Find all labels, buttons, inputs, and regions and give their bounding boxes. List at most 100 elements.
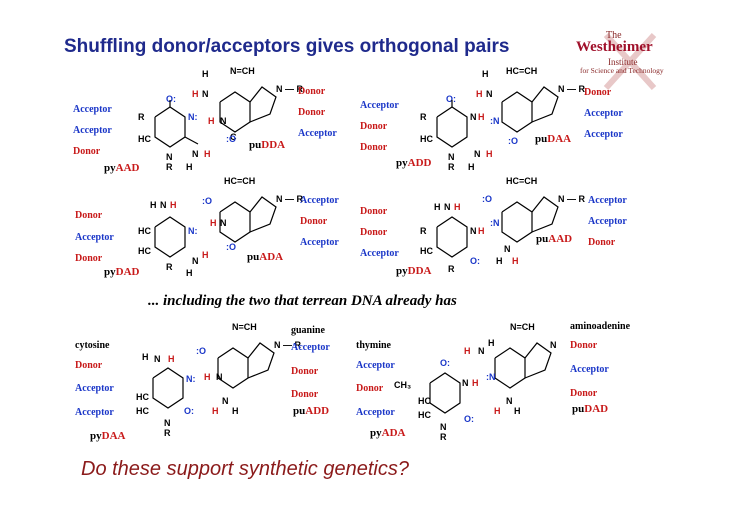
- svg-text:N: N: [462, 378, 469, 388]
- closing-question: Do these support synthetic genetics?: [81, 458, 409, 480]
- pair4-pur-label-1: Acceptor: [588, 195, 627, 206]
- svg-text:H: H: [468, 162, 475, 172]
- pair2-pur-label-3: Acceptor: [584, 129, 623, 140]
- pair3-pyr-label-3: Donor: [75, 253, 103, 264]
- svg-text:H: H: [208, 116, 215, 126]
- svg-text:R: R: [448, 264, 455, 274]
- pair6-pur-label-3: Donor: [570, 388, 598, 399]
- svg-text:O:: O:: [464, 414, 474, 424]
- pair3-pyr-label-2: Acceptor: [75, 232, 114, 243]
- pair3-pyr-label-1: Donor: [75, 210, 103, 221]
- svg-text:H: H: [464, 346, 471, 356]
- svg-text:H: H: [202, 250, 209, 260]
- svg-text:H: H: [170, 200, 177, 210]
- svg-text:N=CH: N=CH: [232, 322, 257, 332]
- svg-text:H: H: [478, 112, 485, 122]
- svg-text::O: :O: [226, 242, 236, 252]
- svg-text:N: N: [220, 218, 227, 228]
- svg-text:H: H: [204, 149, 211, 159]
- svg-text:HC: HC: [138, 226, 151, 236]
- svg-text:HC: HC: [418, 396, 431, 406]
- svg-text:HC: HC: [418, 410, 431, 420]
- svg-text:R: R: [420, 112, 427, 122]
- svg-text:R: R: [166, 262, 173, 272]
- svg-text:N:: N:: [188, 226, 198, 236]
- svg-text:H: H: [434, 202, 441, 212]
- svg-text:H: H: [514, 406, 521, 416]
- svg-text:N: N: [216, 372, 223, 382]
- svg-text::N: :N: [490, 116, 500, 126]
- svg-text:HC: HC: [136, 406, 149, 416]
- logo-line-1: The: [606, 30, 622, 41]
- pair2-pyr-label-3: Donor: [360, 142, 388, 153]
- svg-text:R: R: [420, 226, 427, 236]
- svg-text:N: N: [166, 152, 173, 162]
- svg-text:R: R: [440, 432, 447, 442]
- pair1-pur-name: puDDA: [249, 139, 286, 151]
- svg-text:N: N: [486, 89, 493, 99]
- svg-text:N — R: N — R: [276, 194, 304, 204]
- svg-text::O: :O: [226, 134, 236, 144]
- svg-text::N: :N: [490, 218, 500, 228]
- pair2-structure: O: R HC N H N R N H H H HC=CH H N :N :O …: [420, 66, 586, 172]
- svg-text:N: N: [154, 354, 161, 364]
- pair2-pyr-label-1: Acceptor: [360, 100, 399, 111]
- logo-line-2: Westheimer: [576, 39, 653, 55]
- logo-x-icon: [603, 32, 657, 90]
- pair2-pyr-label-2: Donor: [360, 121, 388, 132]
- pair6-structure: CH₃ O: HC HC N H N R O: N=CH H N H :N N …: [394, 322, 557, 442]
- svg-text:H: H: [212, 406, 219, 416]
- svg-text:N — R: N — R: [558, 84, 586, 94]
- svg-text:N: N: [504, 244, 511, 254]
- svg-text:N: N: [470, 226, 477, 236]
- pair3-pur-label-2: Donor: [300, 216, 328, 227]
- svg-text:H: H: [232, 406, 239, 416]
- svg-text:H: H: [454, 202, 461, 212]
- svg-text:N: N: [192, 149, 199, 159]
- pair2-pur-label-2: Acceptor: [584, 108, 623, 119]
- pair4-structure: H N H R HC N H R O: HC=CH :O :N N H H N …: [420, 176, 586, 274]
- svg-text:R: R: [166, 162, 173, 172]
- svg-text::O: :O: [202, 196, 212, 206]
- svg-text:N: N: [506, 396, 513, 406]
- svg-text:HC: HC: [138, 246, 151, 256]
- pair5-pur-label-1: Acceptor: [291, 342, 330, 353]
- logo-line-3: Institute: [608, 57, 638, 67]
- svg-text:H: H: [204, 372, 211, 382]
- svg-text:N: N: [444, 202, 451, 212]
- pair5-pur-label-2: Donor: [291, 366, 319, 377]
- pair4-pur-label-2: Acceptor: [588, 216, 627, 227]
- svg-text:R: R: [164, 428, 171, 438]
- svg-text:N — R: N — R: [274, 340, 302, 350]
- pair4-pyr-label-3: Acceptor: [360, 248, 399, 259]
- svg-text:N: N: [550, 340, 557, 350]
- pair1-pyr-name: pyAAD: [104, 162, 140, 174]
- pair5-pur-label-3: Donor: [291, 389, 319, 400]
- natural-pairs-subtitle: ... including the two that terrean DNA a…: [148, 293, 457, 309]
- pair6-pyr-label-3: Acceptor: [356, 407, 395, 418]
- pair2-pur-label-1: Donor: [584, 87, 612, 98]
- svg-text:H: H: [486, 149, 493, 159]
- svg-text:N: N: [160, 200, 167, 210]
- svg-text:H: H: [168, 354, 175, 364]
- pair1-pur-label-1: Donor: [298, 86, 326, 97]
- pair4-pyr-label-1: Donor: [360, 206, 388, 217]
- pair3-pyr-name: pyDAD: [104, 266, 140, 278]
- svg-text:H: H: [478, 226, 485, 236]
- svg-text:N: N: [470, 112, 477, 122]
- svg-text:N: N: [448, 152, 455, 162]
- pair3-pur-label-3: Acceptor: [300, 237, 339, 248]
- svg-text:N: N: [202, 89, 209, 99]
- svg-text:H: H: [488, 338, 495, 348]
- svg-text:R: R: [448, 162, 455, 172]
- svg-text:N: N: [222, 396, 229, 406]
- svg-text:H: H: [472, 378, 479, 388]
- pair3-structure: H N H HC HC N: R N H H HC=CH :O H N :O N…: [138, 176, 304, 278]
- pair4-pur-name: puAAD: [536, 233, 573, 245]
- pair6-pyr-label-1: Acceptor: [356, 360, 395, 371]
- pair2-pyr-name: pyADD: [396, 157, 432, 169]
- pair6-pyr-name: pyADA: [370, 427, 406, 439]
- svg-text::N: :N: [486, 372, 496, 382]
- pair5-pyr-label-2: Acceptor: [75, 383, 114, 394]
- svg-text::O: :O: [196, 346, 206, 356]
